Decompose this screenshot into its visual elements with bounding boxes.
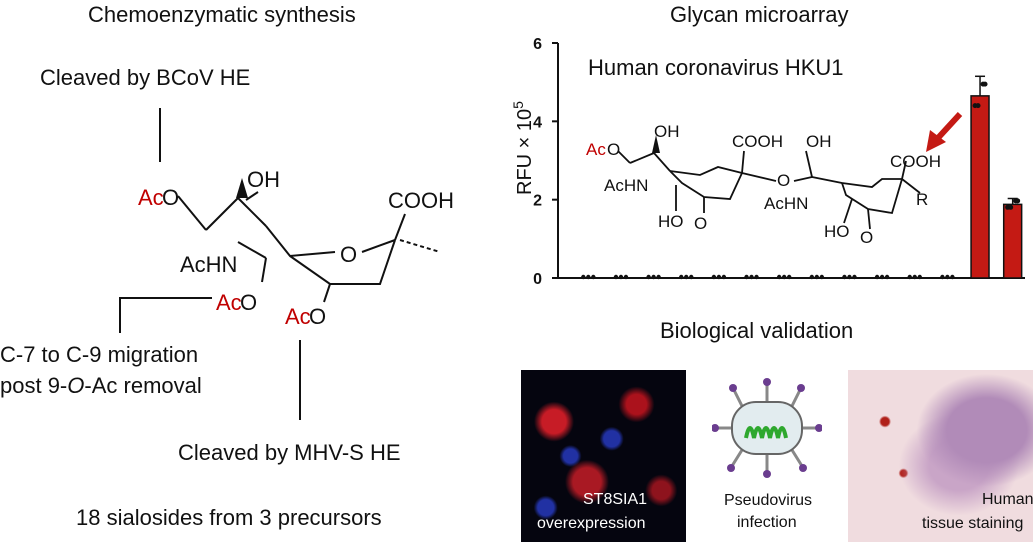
svg-text:AcHN: AcHN [764, 194, 808, 213]
pseudovirus-illustration [712, 378, 822, 478]
data-point [613, 274, 619, 280]
st8sia1-fluorescence-image: ST8SIA1 overexpression [521, 370, 686, 542]
svg-text:O: O [777, 171, 790, 190]
svg-text:O: O [694, 214, 707, 233]
svg-text:COOH: COOH [388, 188, 454, 213]
svg-text:O: O [607, 140, 620, 159]
svg-text:OH: OH [654, 122, 680, 141]
data-point [940, 274, 945, 280]
data-point [586, 274, 591, 280]
svg-text:HO: HO [658, 212, 684, 231]
data-point [852, 274, 857, 280]
data-point [975, 103, 981, 109]
disaccharide-structure: Ac O OH AcHN HO O COOH O OH AcHN HO O CO… [586, 122, 941, 247]
y-tick-label: 6 [533, 36, 542, 53]
data-point [945, 274, 950, 280]
data-point [912, 274, 917, 280]
y-tick-label: 0 [533, 271, 542, 288]
data-point [814, 274, 820, 280]
data-point [711, 274, 717, 280]
y-tick-label: 4 [533, 114, 542, 131]
data-point [982, 81, 988, 87]
data-point [884, 274, 890, 280]
svg-text:Ac: Ac [216, 290, 242, 315]
data-point [689, 274, 694, 280]
left-footer: 18 sialosides from 3 precursors [76, 505, 382, 530]
data-point [591, 274, 596, 280]
st8-caption-2: overexpression [537, 515, 646, 532]
data-point [651, 274, 656, 280]
data-point [684, 274, 689, 280]
pv-caption-1: Pseudovirus [724, 492, 813, 509]
hu-caption-1: Human [982, 491, 1033, 508]
highlight-arrow [926, 111, 963, 152]
data-point [721, 274, 727, 280]
svg-text:O: O [860, 228, 873, 247]
data-point [847, 274, 852, 280]
pv-caption-2: infection [737, 514, 797, 531]
svg-text:O: O [162, 185, 179, 210]
data-point [679, 274, 684, 280]
data-point [917, 274, 922, 280]
svg-text:HO: HO [824, 222, 850, 241]
svg-text:AcHN: AcHN [604, 176, 648, 195]
data-point [907, 274, 912, 280]
y-tick-label: 2 [533, 193, 542, 210]
svg-text:COOH: COOH [890, 152, 941, 171]
cleaved-bcov-label: Cleaved by BCoV HE [40, 65, 251, 90]
achn-label: AcHN [180, 252, 237, 277]
svg-text:COOH: COOH [732, 132, 783, 151]
svg-text:Ac: Ac [285, 304, 311, 329]
chart-title: Human coronavirus HKU1 [588, 55, 844, 80]
bio-validation-title: Biological validation [660, 318, 854, 343]
right-panel-title: Glycan microarray [670, 2, 849, 27]
data-point [646, 274, 651, 280]
y-axis-label: RFU × 105 [510, 101, 536, 195]
st8-caption-1: ST8SIA1 [583, 491, 648, 508]
data-point [754, 274, 759, 280]
data-point [786, 274, 792, 280]
bar [1002, 203, 1023, 279]
left-panel-title: Chemoenzymatic synthesis [88, 2, 356, 27]
cleaved-mhv-label: Cleaved by MHV-S HE [178, 440, 401, 465]
data-point [581, 274, 586, 280]
data-point [879, 274, 885, 280]
data-point [749, 274, 754, 280]
ac-label-c9: Ac [138, 185, 164, 210]
data-point [1008, 204, 1014, 210]
human-tissue-staining-image: Human tissue staining [848, 370, 1033, 542]
svg-text:OH: OH [806, 132, 832, 151]
svg-text:Ac: Ac [586, 140, 606, 159]
migration-label-line2: post 9-O-Ac removal [0, 373, 202, 398]
hku1-bar-chart: 0 2 4 6 RFU × 105 Human coronavirus HKU1 [510, 36, 1025, 288]
data-point [950, 274, 955, 280]
data-point [781, 274, 787, 280]
data-point [618, 274, 624, 280]
data-point [744, 274, 749, 280]
svg-text:OH: OH [247, 167, 280, 192]
data-point [776, 274, 782, 280]
svg-text:O: O [240, 290, 257, 315]
data-point [1015, 198, 1021, 204]
sialic-acid-structure: Ac O OH O COOH AcHN Ac O Ac O [119, 108, 454, 420]
migration-label-line1: C-7 to C-9 migration [0, 342, 199, 367]
data-point [842, 274, 847, 280]
data-point [809, 274, 815, 280]
hu-caption-2: tissue staining [922, 515, 1024, 532]
ring-oxygen: O [340, 242, 357, 267]
data-point [656, 274, 661, 280]
svg-text:O: O [309, 304, 326, 329]
data-point [874, 274, 880, 280]
data-point [716, 274, 722, 280]
data-point [623, 274, 629, 280]
data-point [819, 274, 825, 280]
svg-text:R: R [916, 190, 928, 209]
